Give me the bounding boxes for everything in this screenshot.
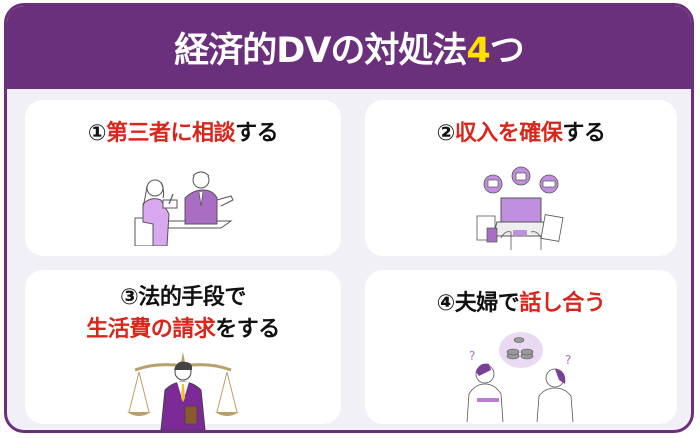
svg-text:?: ?: [565, 353, 571, 367]
page-title: 経済的DVの対処法4つ: [174, 22, 525, 73]
card-text: 夫婦で: [454, 291, 520, 316]
couple-discussion-icon: ? ?: [466, 332, 574, 422]
card-text: する: [235, 121, 279, 146]
card-number: ①: [87, 121, 107, 146]
card-title: ②収入を確保する: [365, 118, 677, 150]
consultation-icon: [134, 171, 234, 246]
card-consult-third-party: ①第三者に相談する: [25, 100, 341, 256]
title-number: 4: [466, 31, 490, 71]
infographic-frame: 経済的DVの対処法4つ ①第三者に相談する ②収入を確保する: [4, 3, 694, 433]
card-title: ④夫婦で話し合う: [365, 288, 677, 320]
card-couple-discussion: ④夫婦で話し合う ? ?: [365, 270, 677, 424]
title-suffix: つ: [489, 31, 525, 71]
svg-text:?: ?: [469, 349, 475, 363]
card-title: ③法的手段で生活費の請求をする: [25, 282, 341, 346]
card-emphasis: 収入を確保: [454, 121, 563, 146]
card-text-line1: 法的手段で: [138, 285, 246, 310]
card-legal-claim: ③法的手段で生活費の請求をする: [25, 270, 341, 430]
card-number: ②: [436, 121, 456, 146]
card-emphasis: 第三者に相談: [106, 121, 236, 146]
title-text: 経済的DVの対処法: [174, 31, 467, 71]
card-secure-income: ②収入を確保する: [365, 100, 677, 256]
card-number: ③: [120, 285, 139, 310]
card-title: ①第三者に相談する: [25, 118, 341, 150]
card-text: する: [562, 121, 606, 146]
lawyer-scales-icon: [127, 352, 239, 430]
header-banner: 経済的DVの対処法4つ: [7, 6, 691, 89]
card-emphasis: 生活費の請求: [86, 317, 216, 342]
laptop-income-icon: [476, 166, 564, 250]
card-text: をする: [215, 317, 280, 342]
card-emphasis: 話し合う: [519, 291, 606, 316]
card-number: ④: [436, 291, 456, 316]
